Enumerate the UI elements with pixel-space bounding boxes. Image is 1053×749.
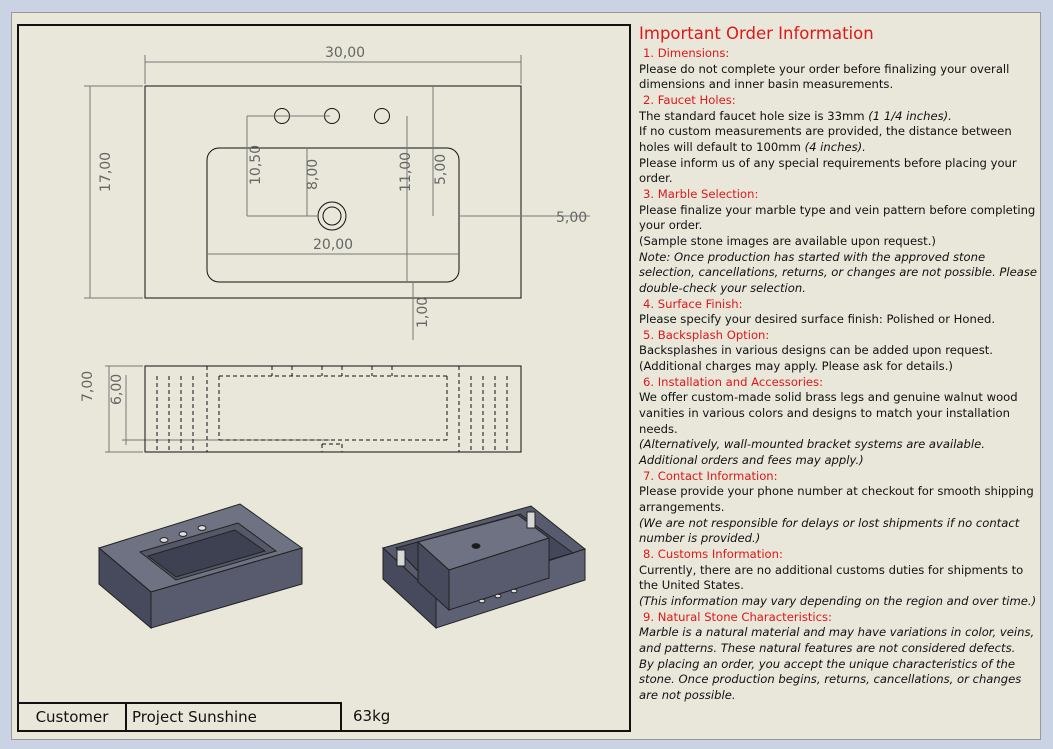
dim-basin-width: 20,00 bbox=[313, 237, 353, 253]
section-customs-line2: (This information may vary depending on … bbox=[639, 593, 1037, 608]
dim-drain-y: 10,50 bbox=[248, 145, 264, 185]
section-stone-heading: 9. Natural Stone Characteristics: bbox=[643, 609, 832, 624]
section-installation-line1: We offer custom-made solid brass legs an… bbox=[639, 390, 1018, 436]
dim-front-edge: 1,00 bbox=[415, 297, 431, 328]
title-block-weight: 63kg bbox=[353, 707, 391, 725]
section-backsplash-line2: (Additional charges may apply. Please as… bbox=[639, 359, 953, 374]
isometric-view-bottom bbox=[382, 505, 587, 630]
section-marble-note: Note: Once production has started with t… bbox=[639, 249, 1038, 295]
section-installation-line2: (Alternatively, wall-mounted bracket sys… bbox=[639, 437, 985, 468]
title-block-customer: Customer bbox=[19, 704, 127, 730]
section-stone-line2: By placing an order, you accept the uniq… bbox=[639, 656, 1022, 702]
front-view bbox=[144, 365, 522, 453]
section-backsplash-line1: Backsplashes in various designs can be a… bbox=[639, 343, 993, 358]
dim-overall-depth: 17,00 bbox=[98, 152, 114, 192]
isometric-view-top bbox=[97, 503, 304, 630]
dimension-lines: 30,00 17,00 20,00 5,00 5,00 10,50 8,00 1… bbox=[80, 45, 590, 453]
section-dimensions-heading: 1. Dimensions: bbox=[643, 46, 730, 60]
section-marble-heading: 3. Marble Selection: bbox=[643, 186, 759, 201]
top-view bbox=[144, 85, 522, 299]
dim-basin-depth: 11,00 bbox=[398, 152, 414, 192]
dim-faucet-to-basin: 5,00 bbox=[433, 154, 449, 185]
section-contact-heading: 7. Contact Information: bbox=[643, 468, 778, 483]
section-installation-heading: 6. Installation and Accessories: bbox=[643, 374, 823, 389]
section-backsplash-heading: 5. Backsplash Option: bbox=[643, 327, 770, 342]
section-stone-line1: Marble is a natural material and may hav… bbox=[639, 625, 1035, 655]
section-contact-line2: (We are not responsible for delays or lo… bbox=[639, 515, 1020, 546]
section-customs-line1: Currently, there are no additional custo… bbox=[639, 562, 1024, 593]
dim-edge-offset: 5,00 bbox=[556, 210, 587, 226]
title-block: Customer Project Sunshine bbox=[19, 702, 342, 730]
section-customs-heading: 8. Customs Information: bbox=[643, 547, 783, 561]
section-finish-heading: 4. Surface Finish: bbox=[643, 296, 743, 311]
dim-height-inner: 6,00 bbox=[109, 374, 125, 405]
section-faucet-heading: 2. Faucet Holes: bbox=[643, 92, 736, 107]
drawing-frame bbox=[17, 24, 631, 732]
dim-drain-y2: 8,00 bbox=[305, 159, 321, 190]
dim-height-outer: 7,00 bbox=[80, 371, 96, 402]
section-faucet-line3: Please inform us of any special requirem… bbox=[639, 155, 1017, 186]
order-info-title: Important Order Information bbox=[639, 24, 874, 43]
section-faucet-line1: The standard faucet hole size is 33mm (1… bbox=[639, 108, 952, 123]
section-marble-line2: (Sample stone images are available upon … bbox=[639, 233, 936, 248]
section-marble-line1: Please finalize your marble type and vei… bbox=[639, 202, 1036, 233]
technical-drawing: 30,00 17,00 20,00 5,00 5,00 10,50 8,00 1… bbox=[80, 45, 590, 630]
section-finish-line1: Please specify your desired surface fini… bbox=[639, 312, 996, 327]
section-contact-line1: Please provide your phone number at chec… bbox=[639, 484, 1034, 515]
title-block-project: Project Sunshine bbox=[132, 708, 257, 726]
order-info-panel: Important Order Information 1. Dimension… bbox=[639, 24, 1043, 704]
dim-overall-width: 30,00 bbox=[325, 45, 365, 61]
section-dimensions-text: Please do not complete your order before… bbox=[639, 61, 1010, 92]
section-faucet-line2: If no custom measurements are provided, … bbox=[639, 124, 1012, 154]
